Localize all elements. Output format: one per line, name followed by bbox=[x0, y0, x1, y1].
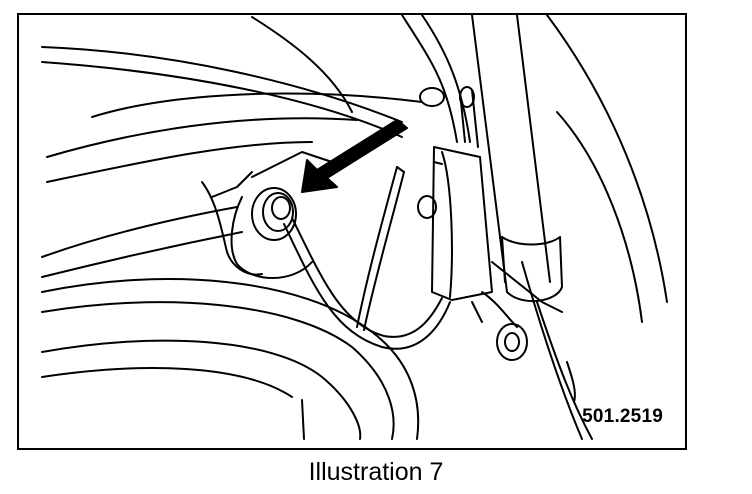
grommet bbox=[251, 187, 297, 241]
gas-strut bbox=[471, 15, 563, 303]
figure-caption: Illustration 7 bbox=[308, 458, 444, 486]
cable bbox=[283, 217, 451, 350]
support-rod bbox=[356, 166, 405, 331]
recess bbox=[230, 151, 333, 279]
indicator-arrow bbox=[301, 119, 408, 193]
right-panel-lines bbox=[521, 15, 668, 440]
upper-panel-lines bbox=[41, 16, 423, 183]
reference-code: 501.2519 bbox=[582, 406, 663, 427]
lower-panel-lines bbox=[41, 171, 420, 440]
hinge-assembly bbox=[401, 15, 563, 361]
line-drawing bbox=[41, 15, 668, 440]
illustration-frame: 501.2519 bbox=[17, 13, 687, 450]
